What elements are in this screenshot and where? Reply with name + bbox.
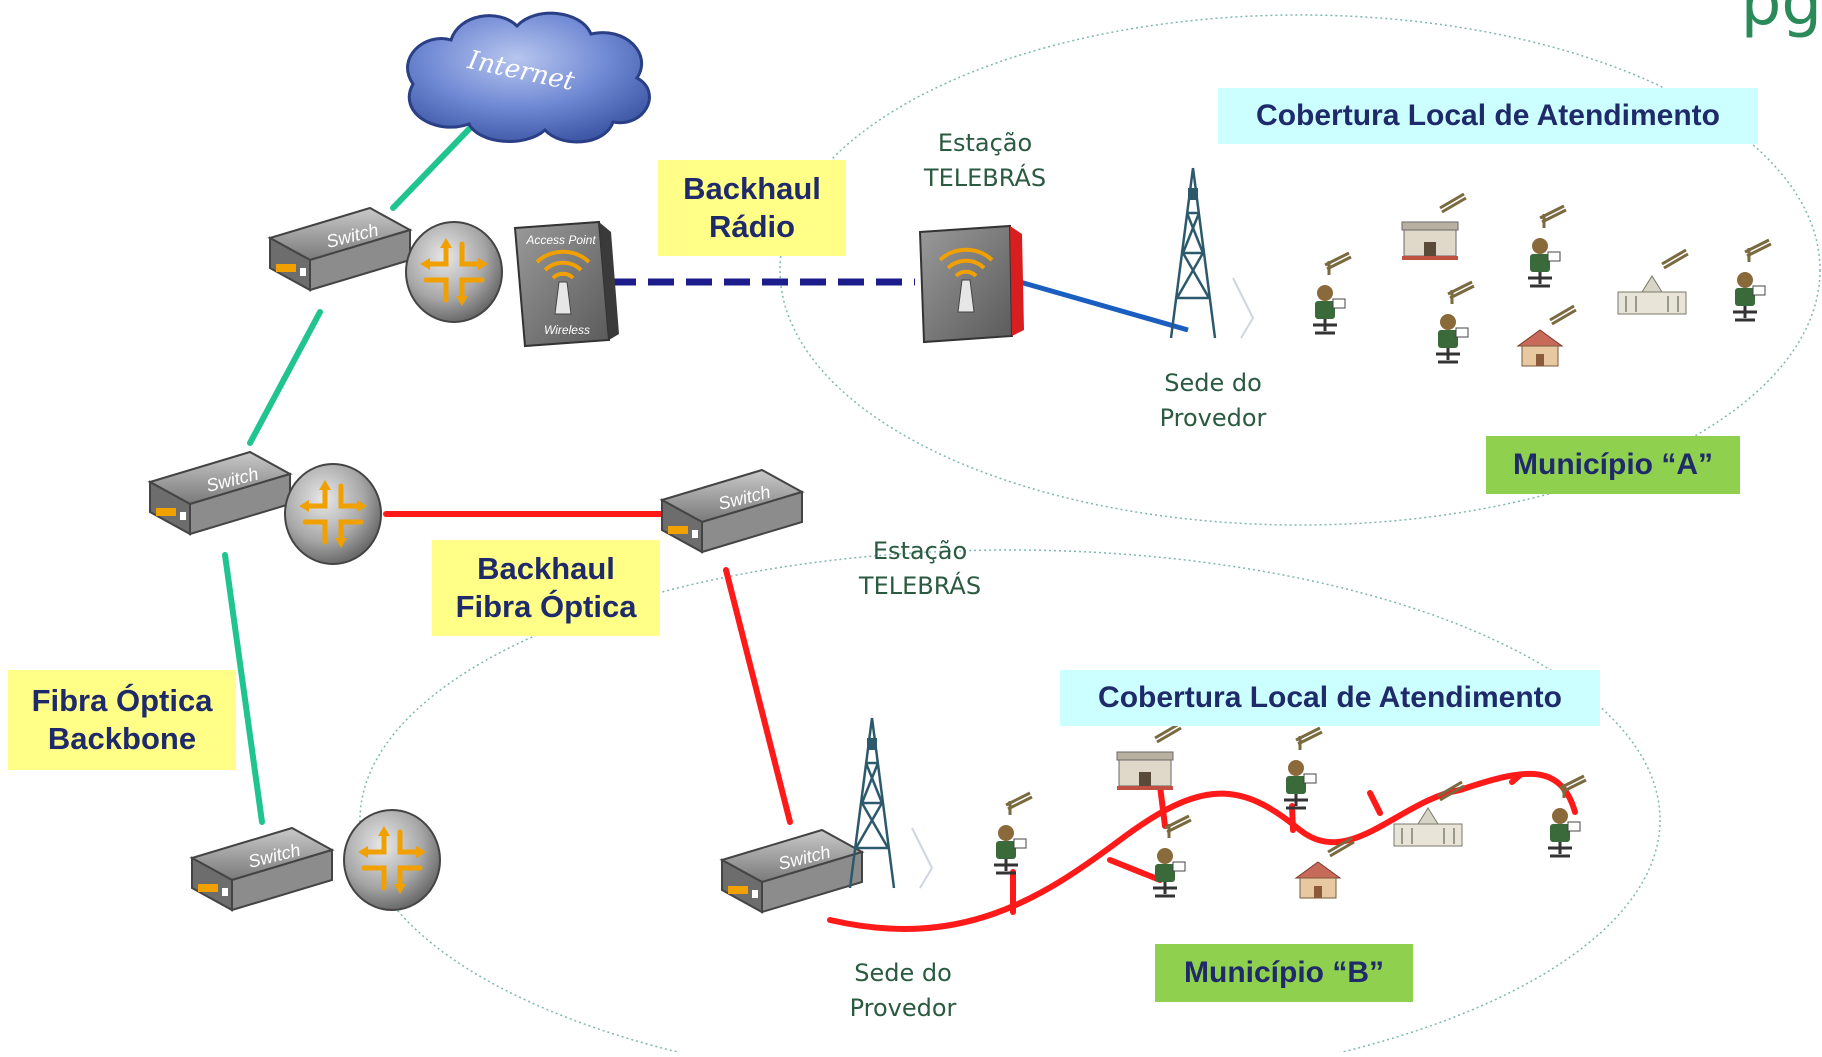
wireless-icon bbox=[535, 249, 591, 280]
house-a bbox=[1516, 304, 1578, 368]
router-top bbox=[406, 222, 502, 322]
municipio-a-label: Município “A” bbox=[1486, 436, 1740, 494]
switch-provider-b: Switch bbox=[721, 829, 863, 913]
backhaul-radio-label: Backhaul Rádio bbox=[658, 160, 846, 256]
station-wireless-icon bbox=[938, 247, 994, 278]
estacao-a-line2: TELEBRÁS bbox=[923, 164, 1047, 192]
router-middle bbox=[285, 464, 381, 564]
estacao-b-line2: TELEBRÁS bbox=[858, 572, 982, 600]
house-b bbox=[1294, 836, 1356, 900]
store-a bbox=[1400, 192, 1468, 262]
user-a1 bbox=[1311, 251, 1353, 335]
switch-middle: Switch bbox=[149, 451, 291, 535]
user-b4 bbox=[1546, 774, 1588, 858]
sede-a-line2: Provedor bbox=[1159, 404, 1267, 432]
ap-bottom-label: Wireless bbox=[544, 323, 590, 337]
user-a2 bbox=[1526, 204, 1568, 288]
sede-b-caption: Sede do Provedor bbox=[828, 956, 978, 1026]
backbone-fiber-links bbox=[222, 123, 475, 825]
municipio-b-label: Município “B” bbox=[1155, 944, 1413, 1002]
telebras-station-a bbox=[918, 224, 1024, 344]
switch-fiber: Switch bbox=[661, 469, 803, 553]
store-b bbox=[1115, 722, 1183, 792]
internet-cloud: Internet bbox=[406, 11, 651, 144]
user-a3 bbox=[1434, 280, 1476, 364]
user-a4 bbox=[1731, 238, 1773, 322]
fiber-backhaul-links bbox=[383, 511, 793, 825]
station-tower-link bbox=[1019, 279, 1189, 333]
router-bottom bbox=[344, 810, 440, 910]
fibra-backbone-label: Fibra Óptica Backbone bbox=[8, 670, 236, 770]
access-point: Access Point Wireless bbox=[513, 220, 619, 348]
backhaul-fibra-line2: Fibra Óptica bbox=[455, 589, 637, 624]
user-b1 bbox=[992, 791, 1034, 875]
backhaul-fibra-label: Backhaul Fibra Óptica bbox=[432, 540, 660, 636]
sede-a-line1: Sede do bbox=[1164, 369, 1262, 397]
estacao-a-caption: Estação TELEBRÁS bbox=[910, 126, 1060, 196]
estacao-a-line1: Estação bbox=[937, 129, 1033, 157]
switch-top: Switch bbox=[269, 207, 411, 291]
backhaul-fibra-line1: Backhaul bbox=[477, 551, 615, 586]
backhaul-radio-line2: Rádio bbox=[708, 209, 796, 244]
gov-building-a bbox=[1616, 248, 1690, 316]
estacao-b-line1: Estação bbox=[872, 537, 968, 565]
ap-top-label: Access Point bbox=[525, 233, 596, 247]
tower-a bbox=[1169, 166, 1255, 340]
fibra-backbone-line1: Fibra Óptica bbox=[31, 683, 213, 718]
corner-title-fragment: pg bbox=[1740, 0, 1822, 40]
municipio-b-area bbox=[359, 549, 1661, 1057]
cobertura-a-label: Cobertura Local de Atendimento bbox=[1218, 88, 1758, 144]
sede-a-caption: Sede do Provedor bbox=[1138, 366, 1288, 436]
backhaul-radio-line1: Backhaul bbox=[683, 171, 821, 206]
fibra-backbone-line2: Backbone bbox=[47, 721, 197, 756]
switch-bottom: Switch bbox=[191, 827, 333, 911]
user-b3 bbox=[1151, 814, 1193, 898]
estacao-b-caption: Estação TELEBRÁS bbox=[845, 534, 995, 604]
local-distribution-cable bbox=[827, 770, 1578, 932]
municipio-a-area bbox=[779, 14, 1821, 526]
user-b2 bbox=[1282, 726, 1324, 810]
cobertura-b-label: Cobertura Local de Atendimento bbox=[1060, 670, 1600, 726]
sede-b-line1: Sede do bbox=[854, 959, 952, 987]
sede-b-line2: Provedor bbox=[849, 994, 957, 1022]
